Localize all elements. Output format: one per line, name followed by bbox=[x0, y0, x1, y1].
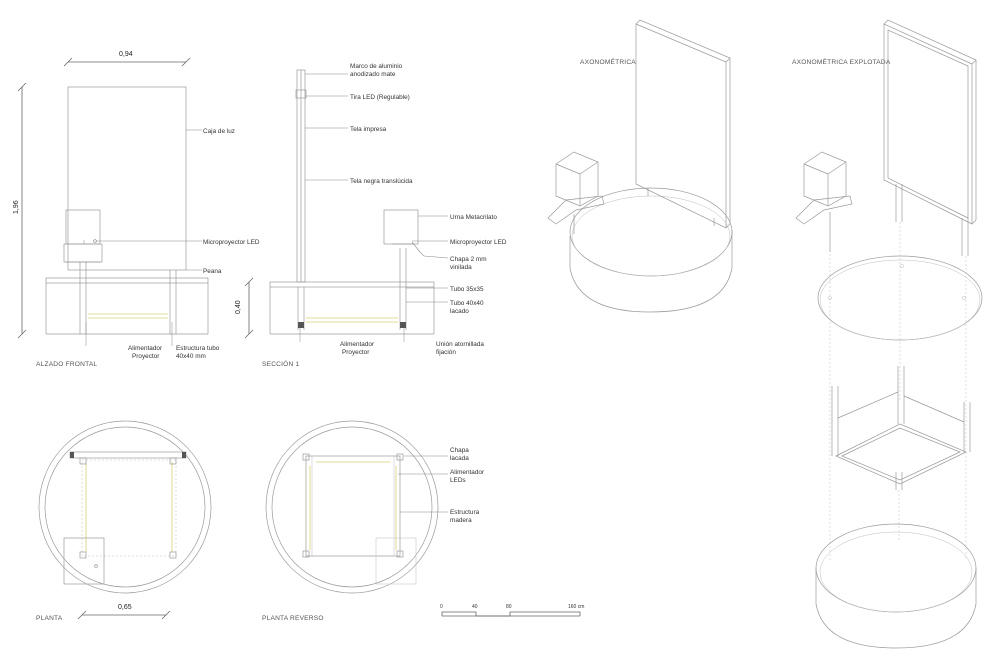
label-lightbox: Caja de luz bbox=[203, 128, 235, 135]
scale-tick-80: 80 bbox=[506, 604, 512, 610]
label-power-front-1: Alimentador bbox=[128, 345, 163, 352]
height-dimension: 1,96 bbox=[13, 200, 20, 214]
label-bolted-1: Unión atornillada bbox=[436, 341, 484, 348]
axonometric-view: AXONOMÉTRICA bbox=[547, 19, 733, 313]
section-view: 0,40 Marco de aluminio bbox=[235, 63, 507, 368]
label-tube-40-1: Tubo 40x40 bbox=[450, 300, 484, 307]
lightbox-panel bbox=[67, 86, 187, 271]
scale-tick-40: 40 bbox=[472, 604, 478, 610]
label-sheet-1: Chapa 2 mm bbox=[450, 256, 487, 263]
scale-tick-160: 160 cm bbox=[568, 604, 584, 610]
title-section: SECCIÓN 1 bbox=[262, 359, 299, 368]
label-frame-2: anodizado mate bbox=[350, 71, 396, 78]
label-bolted-2: fijación bbox=[436, 349, 456, 356]
label-printed-fabric: Tela impresa bbox=[350, 126, 387, 133]
label-wood-1: Estructura bbox=[450, 509, 480, 516]
title-axonometric: AXONOMÉTRICA bbox=[580, 57, 636, 66]
label-power-front-2: Proyector bbox=[132, 353, 160, 360]
label-pedestal: Peana bbox=[203, 268, 222, 275]
label-tube-35: Tubo 35x35 bbox=[450, 286, 484, 293]
label-plate-2: lacada bbox=[450, 455, 469, 462]
label-urn: Urna Metacrilato bbox=[450, 214, 497, 221]
label-wood-2: madera bbox=[450, 517, 472, 524]
label-power-section-2: Proyector bbox=[342, 349, 370, 356]
pedestal-top bbox=[45, 277, 209, 284]
label-microprojector-front: Microproyector LED bbox=[203, 239, 260, 246]
label-led-strip: Tira LED (Regulable) bbox=[350, 94, 410, 101]
label-frame-1: Marco de aluminio bbox=[350, 63, 403, 70]
label-structure-front-1: Estructura tubo bbox=[176, 345, 220, 352]
width-dimension: 0,94 bbox=[119, 51, 133, 58]
label-microprojector-section: Microproyector LED bbox=[450, 239, 507, 246]
label-tube-40-2: lacado bbox=[450, 308, 469, 315]
scale-bar: 0 40 80 160 cm bbox=[440, 604, 584, 617]
plan-reverse-view: Chapa lacada Alimentador LEDs Estructura… bbox=[262, 420, 485, 622]
title-plan: PLANTA bbox=[36, 615, 63, 622]
title-front-elevation: ALZADO FRONTAL bbox=[36, 361, 97, 368]
label-power-leds-1: Alimentador bbox=[450, 469, 485, 476]
base-height-dimension: 0,40 bbox=[235, 300, 242, 314]
label-sheet-2: vinilada bbox=[450, 264, 472, 271]
plan-view: 0,65 PLANTA bbox=[36, 420, 212, 622]
label-power-section-1: Alimentador bbox=[340, 341, 375, 348]
label-power-leds-2: LEDs bbox=[450, 477, 466, 484]
label-black-fabric: Tela negra translúcida bbox=[350, 178, 413, 185]
title-plan-reverse: PLANTA REVERSO bbox=[262, 615, 324, 622]
plan-width-dimension: 0,65 bbox=[118, 604, 132, 611]
label-plate-1: Chapa bbox=[450, 447, 469, 454]
label-structure-front-2: 40x40 mm bbox=[176, 353, 206, 360]
title-axonometric-exploded: AXONOMÉTRICA EXPLOTADA bbox=[792, 57, 891, 66]
scale-tick-0: 0 bbox=[440, 604, 443, 610]
exploded-axonometric-view: AXONOMÉTRICA EXPLOTADA bbox=[792, 19, 983, 649]
front-elevation: 0,94 1,96 Caja de luz Microproyector L bbox=[13, 51, 260, 368]
